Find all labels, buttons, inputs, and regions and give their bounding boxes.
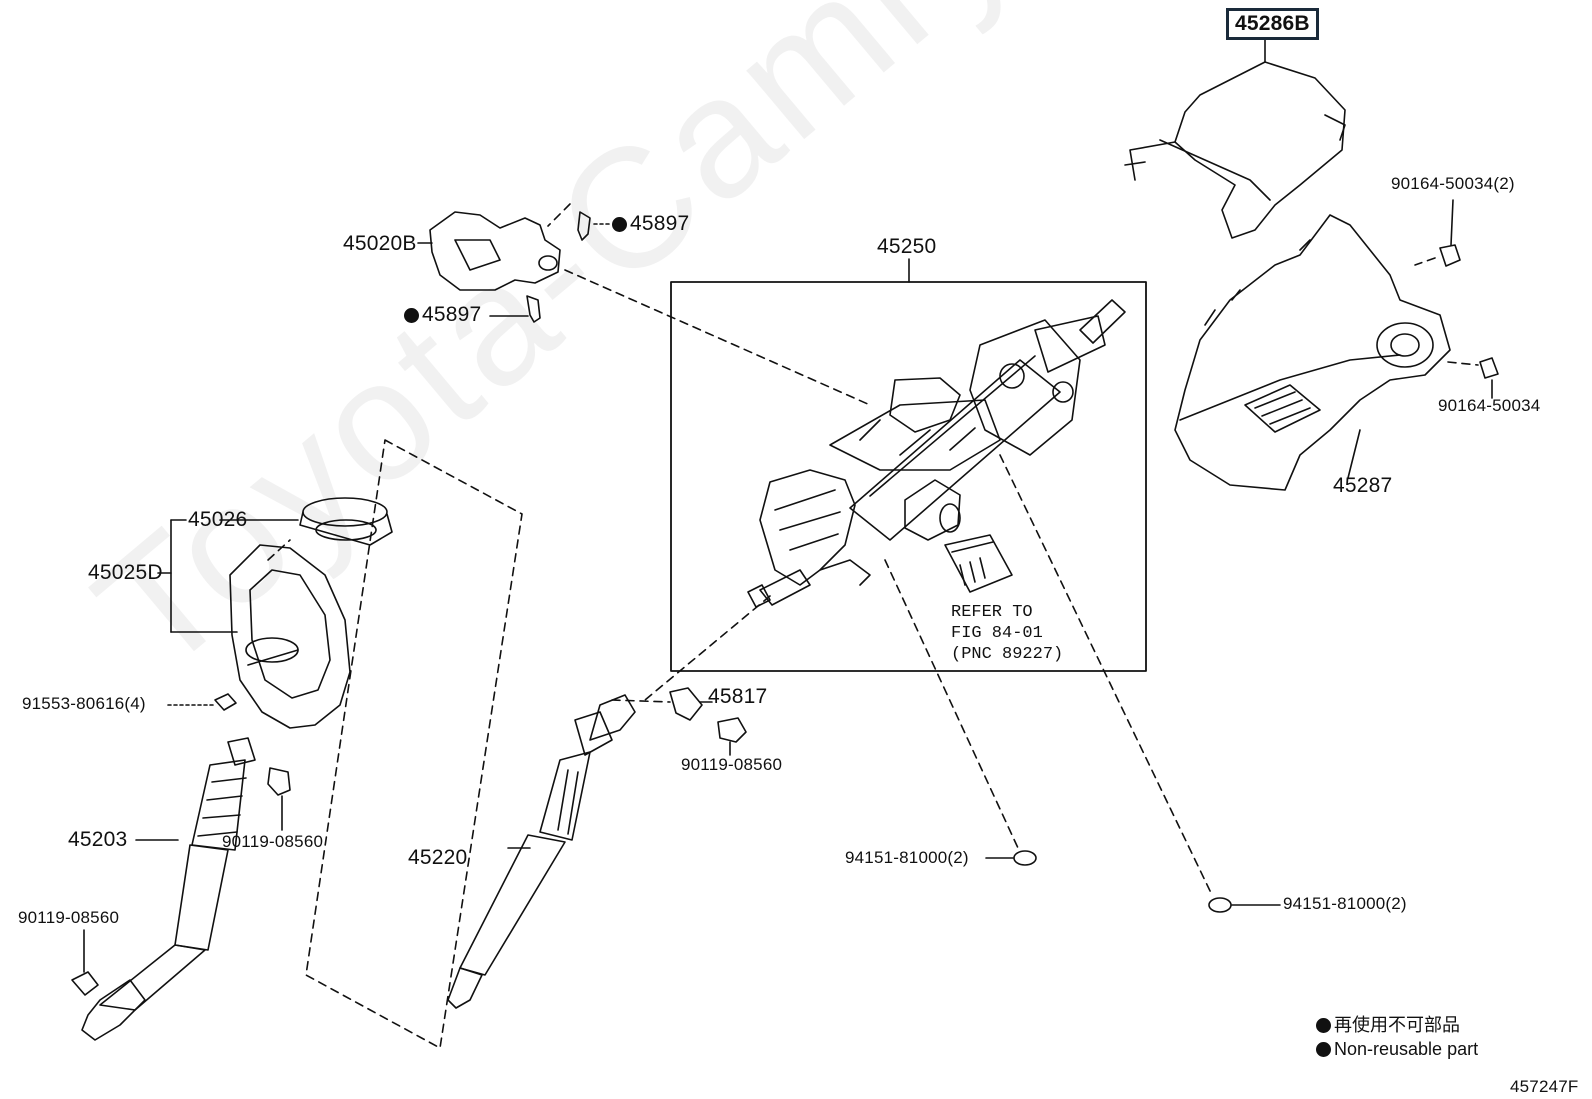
boot-45026 — [299, 497, 393, 546]
nut-94151-a — [985, 850, 1037, 866]
non-reusable-dot-icon — [1316, 1042, 1331, 1057]
steering-column-45250 — [747, 299, 1126, 608]
part-label-45020B[interactable]: 45020B — [343, 232, 417, 255]
legend: 再使用不可部品 Non-reusable part — [1316, 1013, 1478, 1061]
part-label-90119-08560-a[interactable]: 90119-08560 — [222, 832, 324, 851]
part-label-90119-08560-c[interactable]: 90119-08560 — [681, 755, 783, 774]
group-box-45220 — [305, 439, 523, 1049]
part-label-45286B[interactable]: 45286B — [1226, 8, 1319, 40]
bolt-45897-top — [577, 211, 613, 241]
part-label-45220[interactable]: 45220 — [408, 846, 468, 869]
part-label-45025D[interactable]: 45025D — [88, 561, 163, 584]
part-label-45250[interactable]: 45250 — [877, 235, 937, 258]
non-reusable-dot-icon — [404, 308, 419, 323]
nut-94151-b — [1208, 897, 1281, 913]
washer-45817 — [669, 687, 713, 721]
assembly-lines — [267, 203, 1479, 896]
part-label-94151-81000-a[interactable]: 94151-81000(2) — [845, 848, 969, 867]
part-label-90164-50034[interactable]: 90164-50034 — [1438, 396, 1541, 415]
part-label-94151-81000-b[interactable]: 94151-81000(2) — [1283, 894, 1407, 913]
bolt-90119-a — [267, 767, 291, 831]
part-label-45203[interactable]: 45203 — [68, 828, 128, 851]
lower-cover-45287 — [1174, 214, 1451, 491]
non-reusable-dot-icon — [612, 217, 627, 232]
hole-cover-45025D — [229, 544, 351, 729]
non-reusable-dot-icon — [1316, 1018, 1331, 1033]
screw-90164-a — [1439, 199, 1461, 267]
screw-90164-b — [1479, 357, 1499, 399]
lock-bracket-45020B — [417, 211, 561, 291]
part-label-45817[interactable]: 45817 — [708, 685, 768, 708]
part-label-45897-top[interactable]: 45897 — [612, 212, 689, 236]
part-label-91553-80616[interactable]: 91553-80616(4) — [22, 694, 146, 713]
frame-id: 457247F — [1510, 1077, 1579, 1096]
part-label-90119-08560-b[interactable]: 90119-08560 — [18, 908, 120, 927]
legend-row-cn: 再使用不可部品 — [1316, 1013, 1478, 1037]
legend-row-en: Non-reusable part — [1316, 1037, 1478, 1061]
part-label-45026[interactable]: 45026 — [188, 508, 248, 531]
bolt-45897-bottom — [489, 295, 541, 323]
part-label-45897-bottom[interactable]: 45897 — [404, 303, 481, 327]
upper-cover-45286B — [1124, 37, 1346, 239]
intermediate-shaft-45203 — [81, 737, 256, 1041]
bolt-90119-c — [717, 717, 747, 756]
part-label-45287[interactable]: 45287 — [1333, 474, 1393, 497]
steering-shaft-45220 — [447, 694, 636, 1009]
part-label-90164-50034-2[interactable]: 90164-50034(2) — [1391, 174, 1515, 193]
bolt-91553 — [167, 693, 237, 711]
bolt-90119-b — [71, 929, 99, 996]
